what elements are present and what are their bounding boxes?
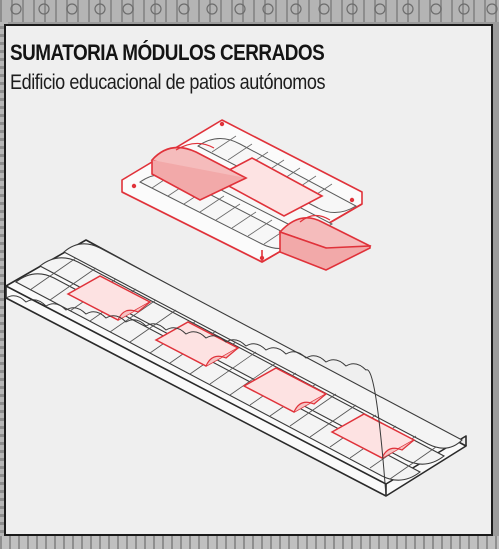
decorative-border-bottom: [0, 536, 499, 549]
decorative-pattern-icon: [10, 3, 498, 15]
closed-module-diagram: [121, 119, 372, 271]
building-assembly-diagram: [5, 239, 467, 497]
decorative-border-top: [0, 0, 499, 22]
diagram-subtitle: Edificio educacional de patios autónomos: [10, 71, 326, 94]
diagram-title: SUMATORIA MÓDULOS CERRADOS: [10, 40, 325, 65]
